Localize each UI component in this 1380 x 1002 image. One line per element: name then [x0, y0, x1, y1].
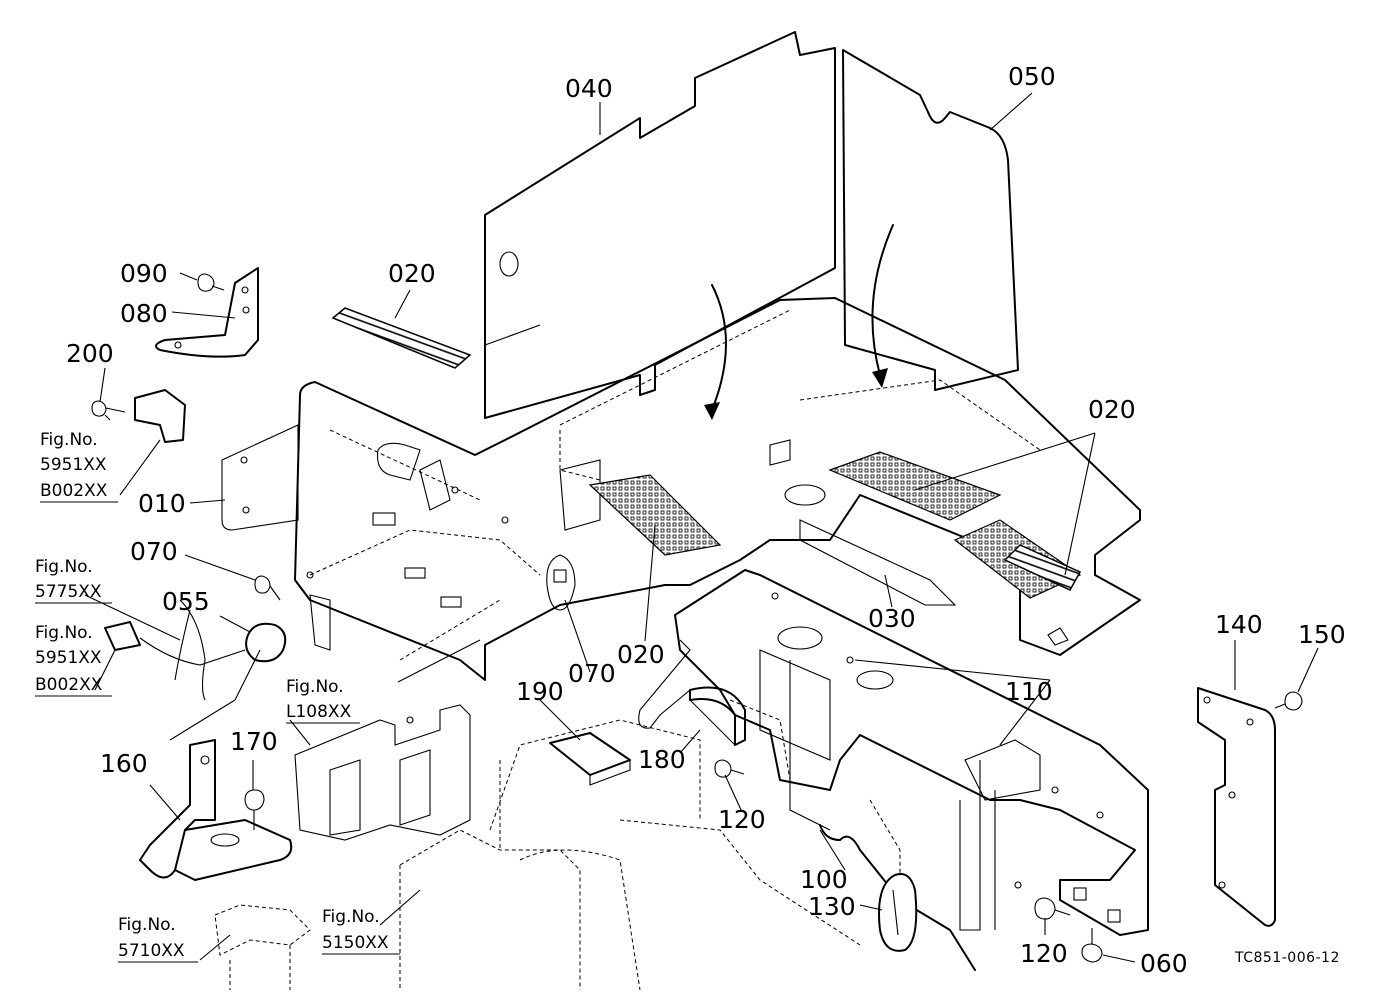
fig-ref-3-title: Fig.No. [35, 623, 93, 643]
fig-ref-5: Fig.No. 5710XX [118, 915, 198, 963]
bolt-070-center [546, 554, 576, 611]
label-070-center: 070 [568, 659, 616, 688]
label-030: 030 [868, 604, 916, 633]
label-060: 060 [1140, 949, 1188, 978]
leader-lines [84, 92, 1319, 963]
label-090: 090 [120, 259, 168, 288]
label-020-right: 020 [1088, 395, 1136, 424]
panel-040 [484, 31, 836, 419]
fig-ref-1: Fig.No. 5951XX B002XX [40, 430, 118, 503]
fig-ref-6-num-a: 5150XX [322, 933, 389, 953]
label-040: 040 [565, 74, 613, 103]
gasket-130 [878, 873, 918, 952]
label-110: 110 [1005, 677, 1053, 706]
fig-ref-5-title: Fig.No. [118, 915, 176, 935]
plate-140 [1197, 687, 1276, 927]
sensor-200 [91, 389, 186, 443]
label-130: 130 [808, 892, 856, 921]
pad-190 [549, 732, 631, 786]
label-020-top: 020 [388, 259, 436, 288]
label-200: 200 [66, 339, 114, 368]
fig-ref-2-title: Fig.No. [35, 557, 93, 577]
bolt-070-left [254, 575, 281, 601]
label-055: 055 [162, 587, 210, 616]
fig-ref-6: Fig.No. 5150XX [322, 907, 400, 955]
bracket-L108 [294, 704, 471, 841]
rubber-strip-020-right [1003, 544, 1082, 591]
pad-180 [689, 686, 746, 746]
label-120-upper: 120 [718, 805, 766, 834]
bolt-090 [197, 273, 225, 292]
label-150: 150 [1298, 620, 1346, 649]
bracket-080 [155, 267, 259, 358]
bolt-120-lower [1034, 897, 1071, 920]
label-120-lower: 120 [1020, 939, 1068, 968]
bracket-5710 [214, 904, 311, 990]
panel-050 [842, 49, 1019, 391]
housing-5150 [399, 719, 861, 991]
bolt-060 [1073, 887, 1121, 963]
mesh-grille-020-center [588, 474, 722, 556]
fig-ref-4-num-a: L108XX [286, 702, 352, 722]
label-020-center: 020 [617, 640, 665, 669]
fig-ref-4: Fig.No. L108XX [286, 677, 360, 724]
clip-055 [104, 599, 287, 701]
fig-ref-1-title: Fig.No. [40, 430, 98, 450]
label-050: 050 [1008, 62, 1056, 91]
label-170: 170 [230, 727, 278, 756]
bolt-150 [1274, 691, 1303, 711]
label-180: 180 [638, 745, 686, 774]
bolt-170 [244, 789, 265, 830]
fig-ref-4-title: Fig.No. [286, 677, 344, 697]
fig-ref-2: Fig.No. 5775XX [35, 557, 112, 604]
label-190: 190 [516, 677, 564, 706]
label-070-left: 070 [130, 537, 178, 566]
fig-ref-1-num-a: 5951XX [40, 455, 107, 475]
floor-cover-010 [221, 297, 1141, 683]
fig-ref-1-num-b: B002XX [40, 481, 108, 501]
rubber-strip-020-top [331, 307, 472, 369]
fig-ref-5-num-a: 5710XX [118, 941, 185, 961]
label-160: 160 [100, 749, 148, 778]
frame-100 [638, 569, 1149, 971]
rotation-arrow-left [704, 284, 727, 420]
label-140: 140 [1215, 610, 1263, 639]
bracket-160 [139, 739, 293, 881]
label-010: 010 [138, 489, 186, 518]
fig-ref-2-num-a: 5775XX [35, 582, 102, 602]
label-100: 100 [800, 865, 848, 894]
label-080: 080 [120, 299, 168, 328]
rotation-arrow-right [871, 224, 894, 388]
fig-ref-3-num-a: 5951XX [35, 648, 102, 668]
part-labels: 040 050 090 080 020 200 020 010 070 055 … [66, 62, 1346, 978]
bolt-120-upper [714, 759, 745, 778]
mesh-grille-020-right-a [828, 451, 1002, 521]
fig-ref-3-num-b: B002XX [35, 675, 103, 695]
drawing-code: TC851-006-12 [1234, 950, 1340, 966]
fig-ref-3: Fig.No. 5951XX B002XX [35, 623, 112, 697]
fig-ref-6-title: Fig.No. [322, 907, 380, 927]
